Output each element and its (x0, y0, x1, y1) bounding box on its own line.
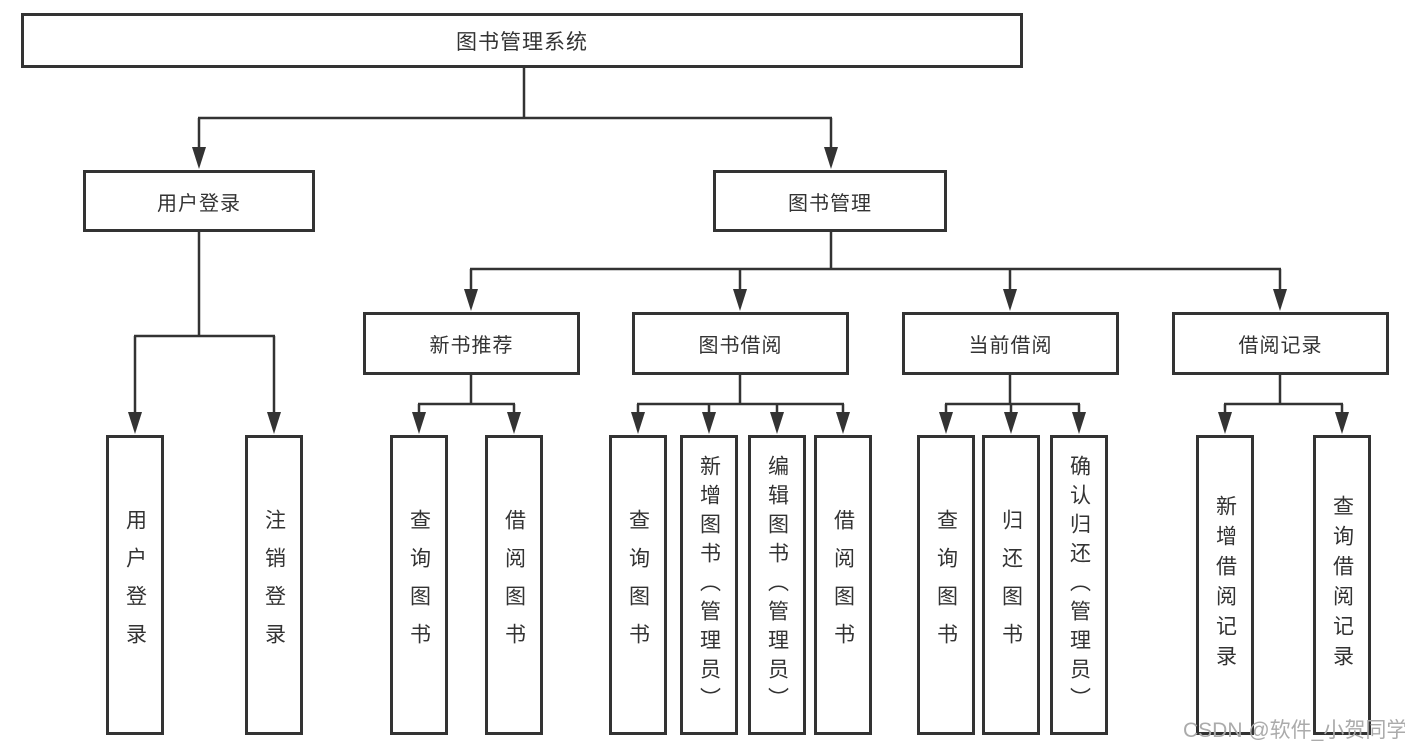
leaf-label: 归还图书 (999, 509, 1023, 661)
leaf-query-books-recommendation: 查询图书 (390, 435, 448, 735)
node-label: 用户登录 (157, 192, 241, 215)
leaf-query-books-current: 查询图书 (917, 435, 975, 735)
leaf-borrow-books-recommendation: 借阅图书 (485, 435, 543, 735)
arrowhead (824, 147, 838, 169)
leaf-label: 注销登录 (262, 509, 286, 661)
leaf-edit-book-admin: 编辑图书（管理员） (748, 435, 806, 735)
leaf-query-books-borrowing: 查询图书 (609, 435, 667, 735)
connector-book-mgmt-to-modules (469, 232, 1282, 292)
arrowhead (733, 289, 747, 311)
arrowhead (631, 412, 645, 434)
node-book-borrowing: 图书借阅 (632, 312, 849, 375)
node-label: 当前借阅 (968, 335, 1053, 357)
node-current-borrowing: 当前借阅 (902, 312, 1119, 375)
leaf-query-borrow-record: 查询借阅记录 (1313, 435, 1371, 735)
leaf-borrow-books-borrowing: 借阅图书 (814, 435, 872, 735)
node-label: 新书推荐 (429, 335, 514, 357)
connector-new-rec-to-leaves (417, 375, 516, 417)
leaf-label: 查询图书 (626, 509, 650, 661)
arrowhead (1335, 412, 1349, 434)
csdn-watermark: CSDN @软件_小贺同学 (1183, 719, 1405, 742)
leaf-label: 查询图书 (407, 509, 431, 661)
arrowhead (192, 147, 206, 169)
connector-user-login-to-leaves (133, 232, 276, 416)
node-label: 图书借阅 (698, 335, 783, 357)
connector-records-to-leaves (1223, 375, 1344, 417)
node-library-management-system: 图书管理系统 (21, 13, 1023, 68)
arrowhead (1003, 289, 1017, 311)
node-user-login: 用户登录 (83, 170, 315, 232)
node-borrowing-records: 借阅记录 (1172, 312, 1389, 375)
arrowhead (836, 412, 850, 434)
arrowhead (770, 412, 784, 434)
leaf-label: 借阅图书 (831, 509, 855, 661)
leaf-add-book-admin: 新增图书（管理员） (680, 435, 738, 735)
arrowhead (464, 289, 478, 311)
arrowhead (1273, 289, 1287, 311)
arrowhead (507, 412, 521, 434)
connector-current-to-leaves (944, 375, 1081, 417)
leaf-logout: 注销登录 (245, 435, 303, 735)
leaf-label: 新增借阅记录 (1213, 495, 1237, 675)
leaf-confirm-return-admin: 确认归还（管理员） (1050, 435, 1108, 735)
node-label: 图书管理 (788, 192, 872, 215)
arrowhead (1218, 412, 1232, 434)
arrowhead (1004, 412, 1018, 434)
node-new-book-recommendation: 新书推荐 (363, 312, 580, 375)
leaf-user-login: 用户登录 (106, 435, 164, 735)
leaf-label: 编辑图书（管理员） (765, 454, 789, 716)
arrowhead (128, 412, 142, 434)
leaf-label: 用户登录 (123, 509, 147, 661)
connector-borrow-to-leaves (636, 375, 845, 417)
leaf-label: 确认归还（管理员） (1067, 454, 1091, 716)
arrowhead (267, 412, 281, 434)
node-book-management: 图书管理 (713, 170, 947, 232)
arrowhead (702, 412, 716, 434)
leaf-label: 查询图书 (934, 509, 958, 661)
connector-root-to-branches (197, 68, 833, 150)
leaf-add-borrow-record: 新增借阅记录 (1196, 435, 1254, 735)
arrowhead (412, 412, 426, 434)
leaf-return-book: 归还图书 (982, 435, 1040, 735)
arrowhead (939, 412, 953, 434)
leaf-label: 查询借阅记录 (1330, 495, 1354, 675)
node-label: 借阅记录 (1238, 335, 1323, 357)
leaf-label: 借阅图书 (502, 509, 526, 661)
leaf-label: 新增图书（管理员） (697, 454, 721, 716)
node-label: 图书管理系统 (456, 30, 588, 54)
arrowhead (1072, 412, 1086, 434)
